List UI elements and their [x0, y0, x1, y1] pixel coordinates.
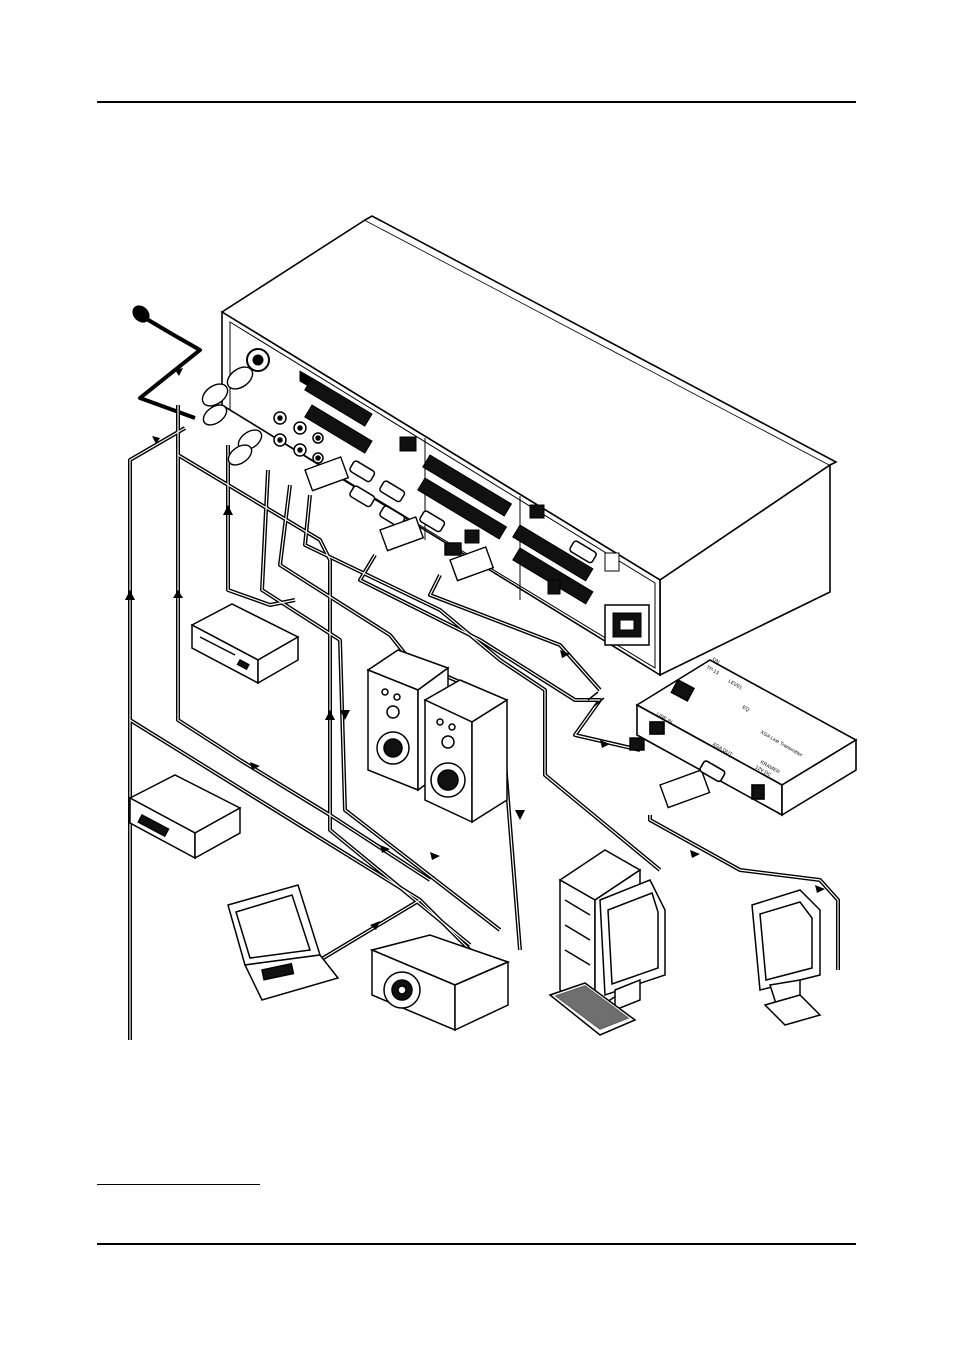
desktop-computer — [550, 850, 665, 1035]
footnote-separator — [97, 1184, 260, 1185]
projector — [372, 935, 508, 1030]
microphone — [130, 303, 172, 334]
main-switcher-unit — [222, 216, 836, 675]
speaker-right — [425, 680, 507, 822]
laptop — [228, 885, 338, 1000]
footer-rule — [97, 1243, 856, 1245]
dvd-player — [192, 604, 298, 683]
display-monitor — [752, 890, 820, 1025]
vcr — [130, 775, 240, 858]
